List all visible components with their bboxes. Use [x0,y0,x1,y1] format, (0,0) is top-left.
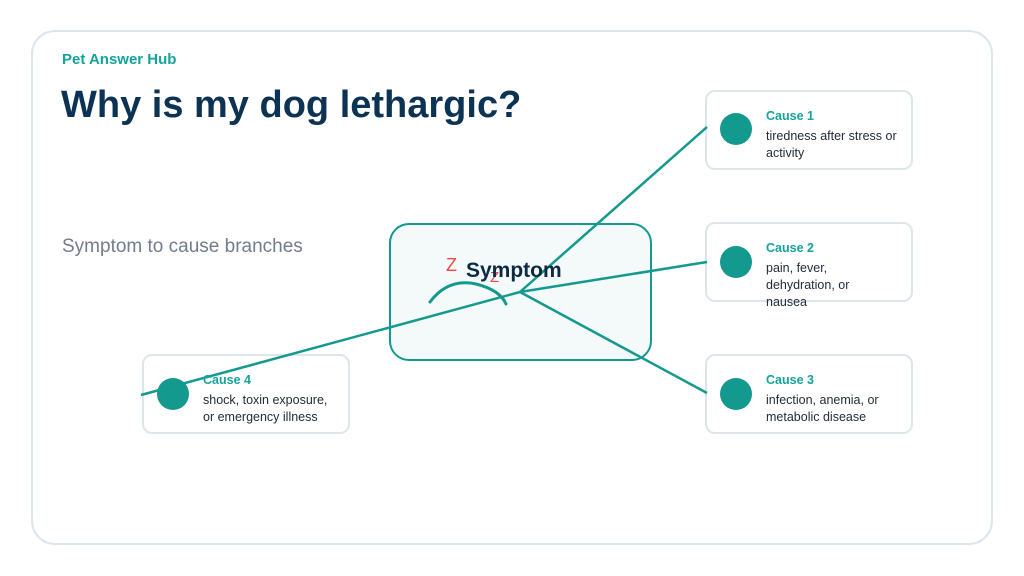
diagram-subtitle: Symptom to cause branches [62,236,303,257]
page-title: Why is my dog lethargic? [61,84,522,126]
brand-label: Pet Answer Hub [62,51,177,68]
cause-3-text: infection, anemia, or metabolic disease [766,393,879,424]
symptom-label: Symptom [466,259,562,282]
sleep-z-large: Z [446,255,457,275]
cause-4-title: Cause 4 [203,373,251,387]
sleep-z-small: Z [490,269,500,286]
cause-card-2 [705,222,913,302]
cause-2-title: Cause 2 [766,241,814,255]
cause-1-text: tiredness after stress or activity [766,129,897,160]
cause-1-title: Cause 1 [766,109,814,123]
cause-4-text: shock, toxin exposure, or emergency illn… [203,393,328,424]
symptom-node [389,223,652,361]
cause-3-title: Cause 3 [766,373,814,387]
cause-2-text: pain, fever, dehydration, or nausea [766,261,850,309]
